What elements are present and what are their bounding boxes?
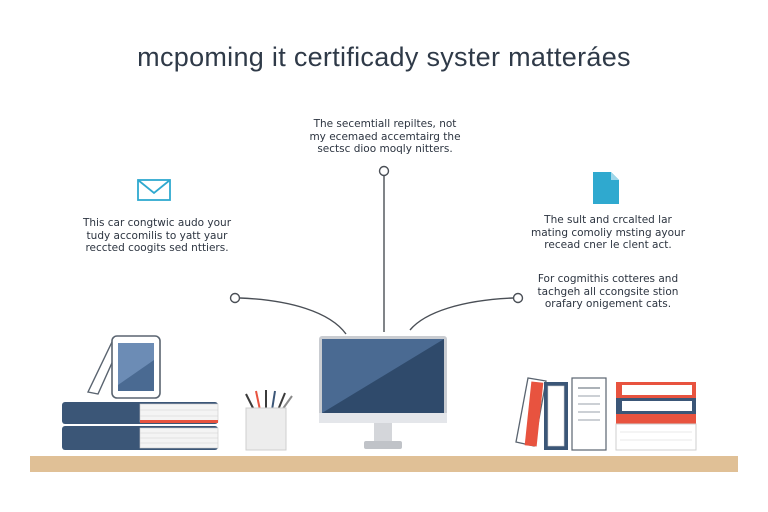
- note-right-bottom: For cogmithis cotteres and tachgeh all c…: [528, 273, 688, 311]
- note-left: This car congtwic audo your tudy accomil…: [72, 217, 242, 255]
- note-left-line: reccted coogits sed nttiers.: [85, 242, 229, 254]
- pencil-cup: [245, 390, 293, 451]
- node-top: [378, 165, 390, 177]
- note-top-line: The secemtiall repiltes, not: [313, 118, 457, 130]
- connector-right: [409, 297, 514, 331]
- note-right-bottom-line: orafary onigement cats.: [544, 298, 672, 310]
- book-stack-right: [615, 382, 697, 451]
- note-left-line: tudy accomilis to yatt yaur: [86, 229, 228, 242]
- note-top-line: my ecemaed accemtairg the: [309, 130, 461, 143]
- note-top-line: sectsc dioo moqly nitters.: [317, 143, 453, 155]
- book-stack-left: [62, 402, 219, 450]
- note-left-line: This car congtwic audo your: [82, 217, 232, 229]
- node-left: [229, 292, 241, 304]
- note-right-top: The sult and crcalted lar mating comoliy…: [528, 214, 688, 252]
- connector-lines: [239, 176, 514, 335]
- note-top: The secemtiall repiltes, not my ecemaed …: [300, 118, 470, 156]
- monitor: [319, 336, 447, 449]
- node-right: [512, 292, 524, 304]
- connector-left: [239, 297, 347, 335]
- page-title: mcpoming it certificady syster matteráes: [137, 42, 631, 72]
- note-right-bottom-line: For cogmithis cotteres and: [537, 273, 679, 285]
- note-right-top-line: The sult and crcalted lar: [544, 214, 672, 226]
- document-icon: [593, 172, 619, 204]
- note-right-top-line: recead cner le clent act.: [544, 239, 672, 251]
- note-right-bottom-line: tachgeh all ccongsite stion: [537, 285, 679, 298]
- desk: [30, 456, 738, 472]
- note-right-top-line: mating comoliy msting ayour: [530, 226, 686, 239]
- envelope-icon: [137, 179, 171, 201]
- binders-right: [515, 377, 607, 451]
- tablet-stand: [86, 335, 161, 399]
